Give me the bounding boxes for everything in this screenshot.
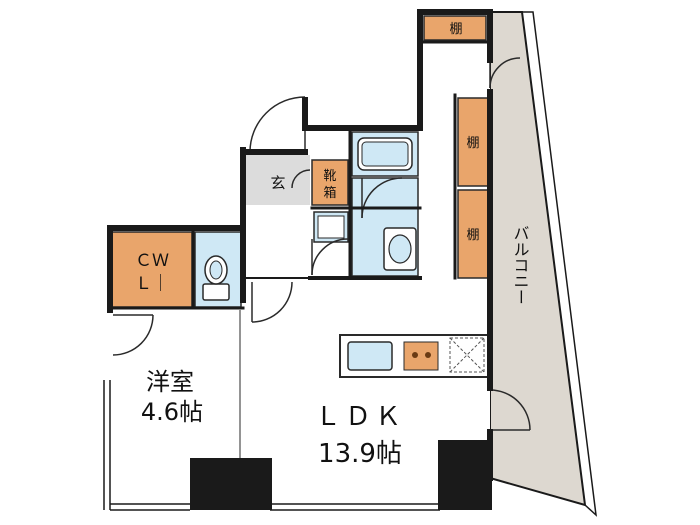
shoe-cabinet bbox=[311, 159, 349, 206]
balcony-area bbox=[489, 11, 587, 507]
column-left bbox=[190, 458, 272, 510]
ldk-name: ＬＤＫ bbox=[315, 402, 405, 432]
balcony-rail bbox=[522, 11, 597, 517]
shoe-cabinet-line1: 靴 bbox=[323, 169, 336, 184]
entrance-label: 玄 bbox=[270, 174, 285, 192]
kitchen-sink-icon bbox=[347, 341, 393, 371]
bathtub-inner bbox=[361, 141, 409, 167]
shelf-low-label: 棚 bbox=[466, 228, 479, 243]
western-room-name: 洋室 bbox=[146, 368, 194, 396]
shelf-top-label: 棚 bbox=[449, 22, 462, 37]
washbasin-icon bbox=[383, 227, 417, 271]
column-right bbox=[438, 440, 492, 510]
entrance-floor bbox=[245, 155, 310, 205]
walk-in-closet bbox=[111, 231, 193, 308]
shelf-low bbox=[457, 189, 489, 279]
window-sills bbox=[103, 380, 440, 511]
stove-icon bbox=[403, 341, 439, 371]
wic-label-line1: ＣＷ bbox=[135, 251, 169, 271]
ldk-size: 13.9帖 bbox=[318, 439, 402, 469]
shelf-mid bbox=[457, 97, 489, 187]
western-room-size: 4.6帖 bbox=[141, 398, 203, 426]
fridge-space-icon bbox=[449, 337, 485, 373]
kitchen-counter bbox=[339, 334, 489, 378]
shoe-cabinet-line2: 箱 bbox=[323, 185, 336, 201]
wic-label-line2: Ｌ｜ bbox=[135, 274, 169, 294]
shelf-mid-label: 棚 bbox=[466, 136, 479, 151]
shelf-top bbox=[423, 15, 487, 41]
washing-machine-icon bbox=[313, 211, 349, 243]
balcony-label: バルコニー bbox=[511, 225, 530, 305]
toilet-icon bbox=[202, 255, 230, 301]
